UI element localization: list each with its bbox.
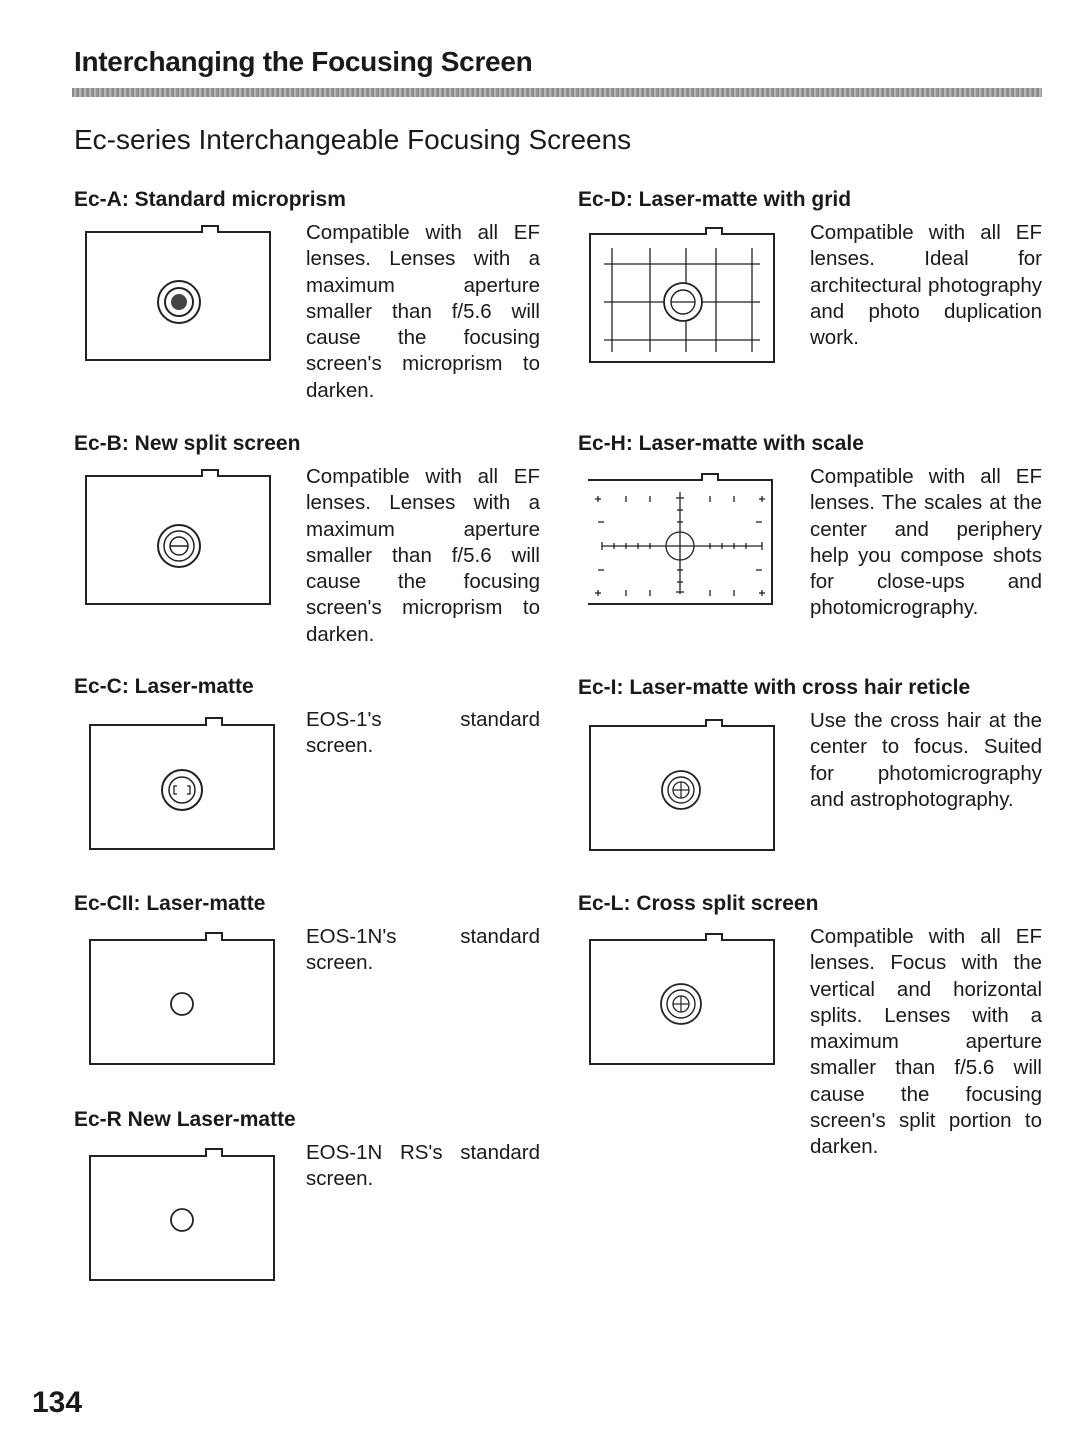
screen-title: Ec-C: Laser-matte [74,675,254,698]
screen-description: EOS-1N's standard screen. [306,925,540,975]
screen-title: Ec-CII: Laser-matte [74,892,266,915]
screen-title: Ec-L: Cross split screen [578,892,819,915]
new-laser-matte-screen-icon [89,1148,275,1281]
laser-matte-ii-screen-icon [89,932,275,1065]
split-screen-icon [85,469,271,605]
cross-hair-screen-icon [589,719,775,851]
screen-title: Ec-A: Standard microprism [74,188,346,211]
page-number: 134 [32,1386,83,1419]
grid-screen-icon [589,227,775,363]
microprism-screen-icon [85,225,271,361]
heading-rule [72,88,1042,97]
screen-title: Ec-R New Laser-matte [74,1108,296,1131]
screen-title: Ec-H: Laser-matte with scale [578,432,864,455]
screen-description: Compatible with all EF lenses. Lenses wi… [306,465,540,646]
screen-description: Compatible with all EF lenses. Lenses wi… [306,221,540,402]
screen-description: EOS-1N RS's standard screen. [306,1141,540,1191]
screen-description: Use the cross hair at the center to focu… [810,709,1042,811]
scale-screen-icon [588,473,773,605]
screen-description: Compatible with all EF lenses. Ideal for… [810,221,1042,350]
page-subheading: Ec-series Interchangeable Focusing Scree… [74,124,632,155]
cross-split-screen-icon [589,933,775,1065]
screen-description: Compatible with all EF lenses. The scale… [810,465,1042,620]
laser-matte-screen-icon [89,717,275,850]
screen-description: Compatible with all EF lenses. Focus wit… [810,925,1042,1159]
screen-description: EOS-1's standard screen. [306,708,540,758]
screen-title: Ec-I: Laser-matte with cross hair reticl… [578,676,971,699]
screen-title: Ec-B: New split screen [74,432,301,455]
page-heading: Interchanging the Focusing Screen [74,46,533,77]
screen-title: Ec-D: Laser-matte with grid [578,188,852,211]
